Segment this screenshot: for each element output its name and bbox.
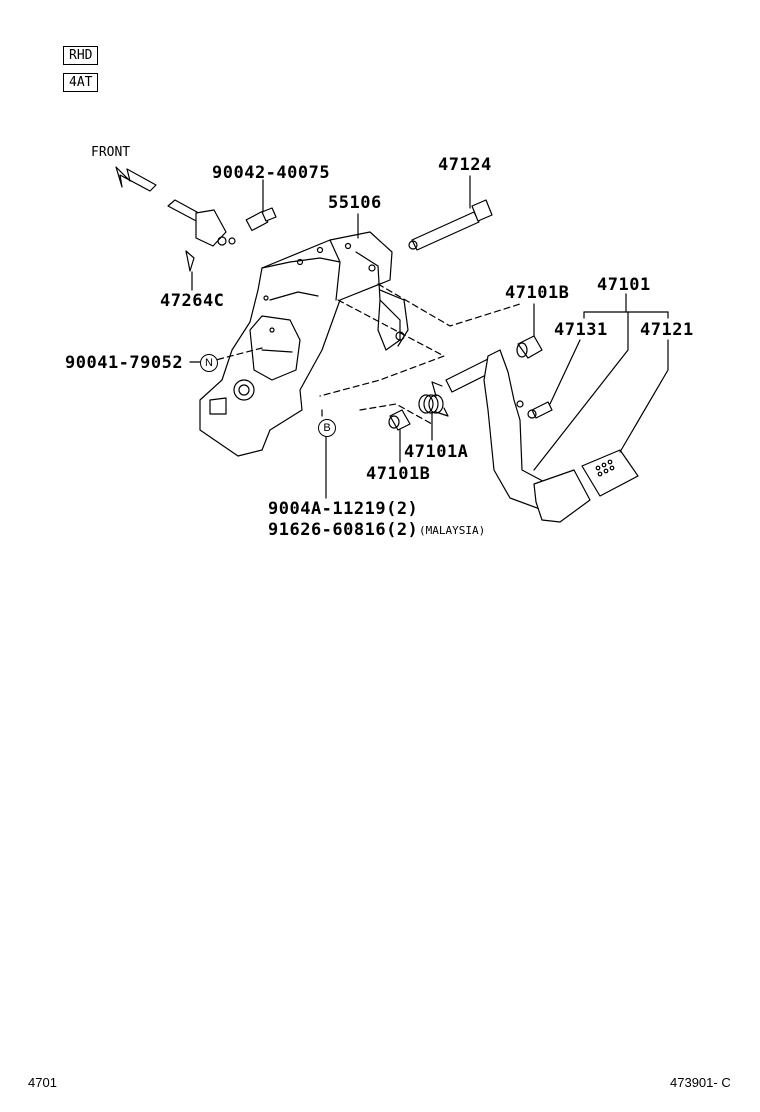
- callout-clip: 47264C: [160, 291, 225, 311]
- callout-pedal-assy: 47101: [597, 275, 651, 295]
- bushing-upper-part: [516, 335, 543, 359]
- callout-nut: 90041-79052: [65, 353, 184, 373]
- pedal-arm-part: [445, 349, 591, 523]
- footer-page-number: 4701: [28, 1075, 57, 1090]
- pad-part: [581, 449, 639, 497]
- assembly-lines: [207, 283, 521, 425]
- callout-stopper: 47131: [554, 320, 608, 340]
- callout-screw-line1: 9004A-11219(2): [268, 499, 419, 519]
- callout-bracket: 55106: [328, 193, 382, 213]
- pin-part: [408, 199, 493, 251]
- clevis-part: [167, 199, 236, 272]
- ref-marker-b: B: [318, 419, 336, 437]
- bracket-part: [199, 231, 409, 457]
- front-direction-label: FRONT: [91, 145, 131, 160]
- variant-tag-4at: 4AT: [63, 73, 99, 92]
- callout-screw-note: (MALAYSIA): [419, 524, 486, 537]
- callout-pad: 47121: [640, 320, 694, 340]
- callout-spring: 47101A: [404, 442, 469, 462]
- callout-bushing-upper: 47101B: [505, 283, 570, 303]
- stopper-part: [527, 401, 553, 419]
- callout-bolt: 90042-40075: [212, 163, 331, 183]
- front-arrow-icon: [115, 166, 157, 192]
- bushing-lower-part: [388, 409, 411, 431]
- variant-tag-rhd: RHD: [63, 46, 99, 65]
- callout-bushing-lower: 47101B: [366, 464, 431, 484]
- spring-part: [418, 381, 449, 417]
- ref-marker-n: N: [200, 354, 218, 372]
- footer-figure-id: 473901- C: [670, 1075, 731, 1090]
- callout-screw-line2: 91626-60816(2): [268, 520, 419, 540]
- leader-lines: [189, 175, 669, 499]
- bolt-part: [245, 207, 277, 232]
- callout-pin: 47124: [438, 155, 492, 175]
